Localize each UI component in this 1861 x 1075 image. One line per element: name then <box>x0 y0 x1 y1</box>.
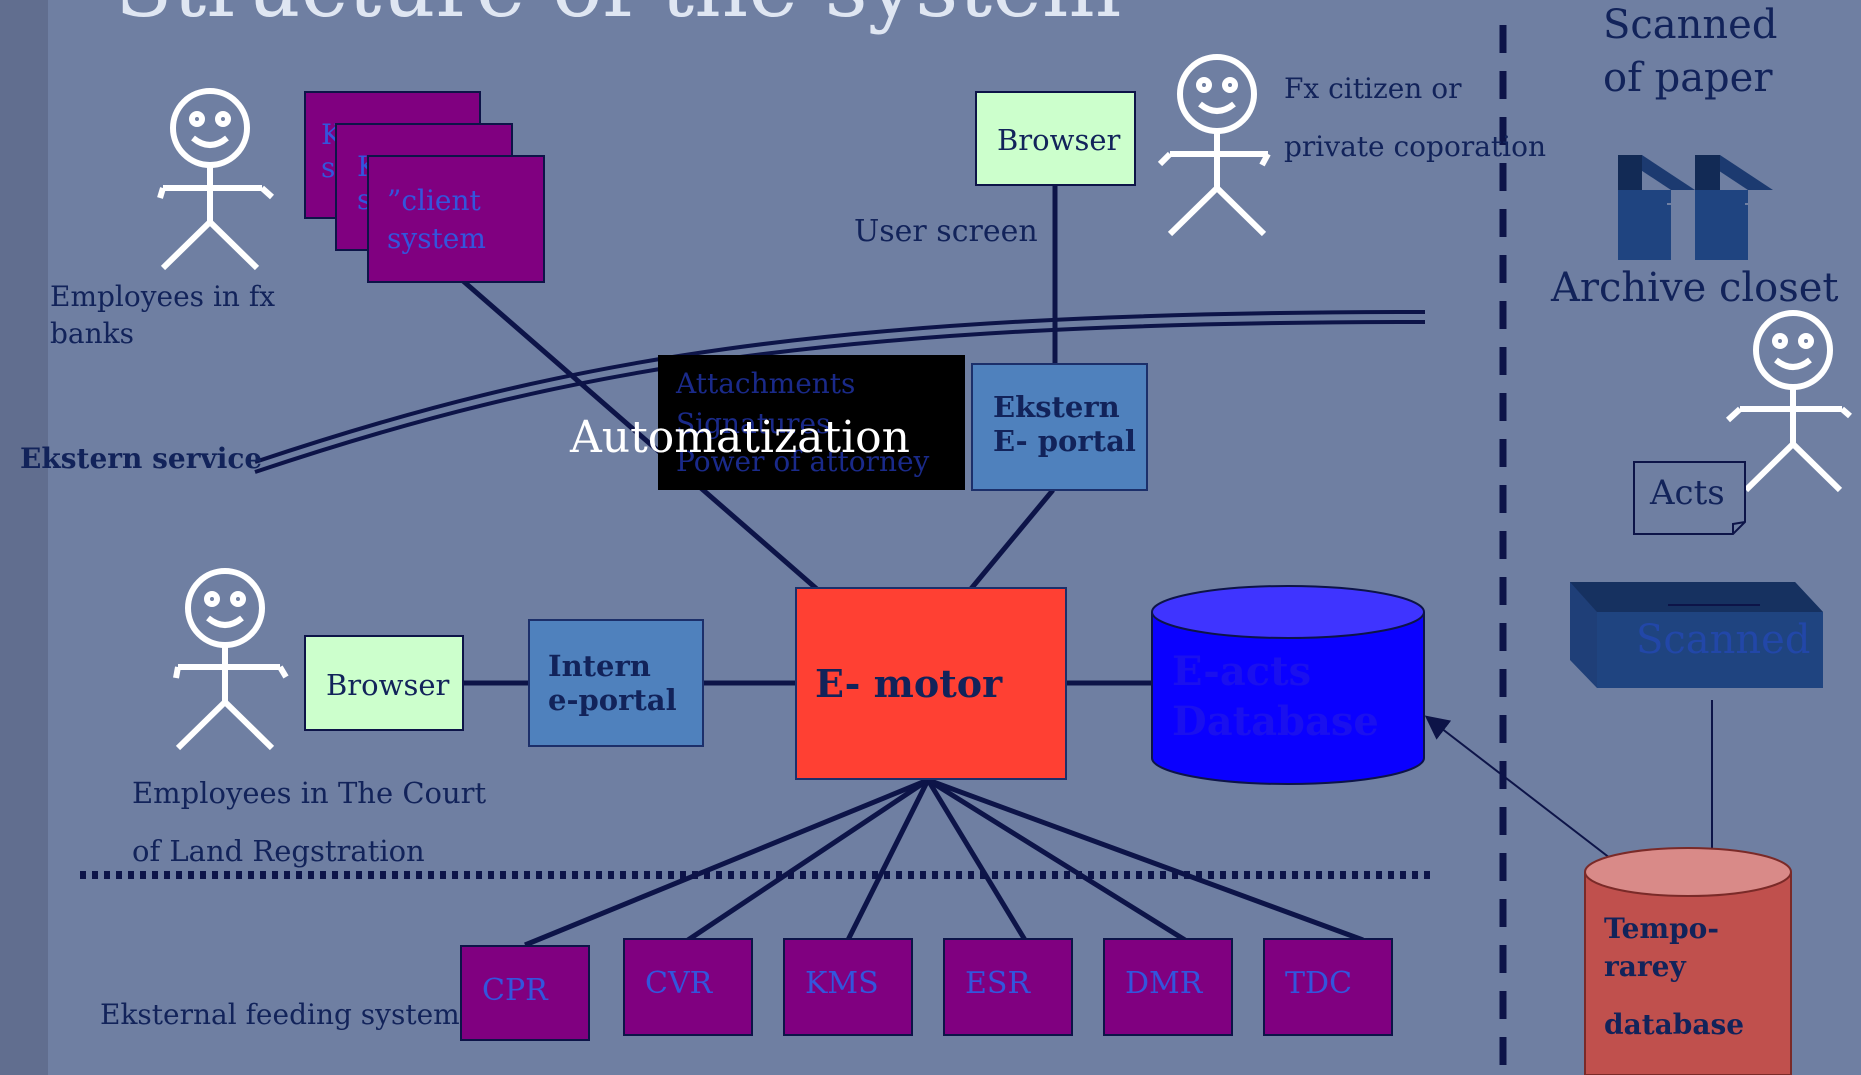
intern-e-portal-box[interactable]: Intern e-portal <box>528 619 704 747</box>
scanner-icon <box>1570 582 1823 688</box>
feeding-system-cvr[interactable]: CVR <box>623 938 753 1036</box>
slide-title: Structure of the system <box>115 0 1121 36</box>
ekstern-portal-to-emotor-line <box>968 488 1055 592</box>
citizen-label-line1: Fx citizen or <box>1284 72 1462 105</box>
browser-bottom-box[interactable]: Browser <box>304 635 464 731</box>
feeding-systems-label: Eksternal feeding systems <box>100 998 475 1031</box>
court-label-line1: Employees in The Court <box>132 776 487 810</box>
e-motor-box[interactable]: E- motor <box>795 587 1067 780</box>
temp-to-db-arrow <box>1424 715 1633 876</box>
automatization-box[interactable]: Attachments Signatures Power of attorney <box>658 355 965 490</box>
temp-db-label-line3: database <box>1604 1008 1745 1041</box>
fx-banks-label-line2: banks <box>50 317 134 350</box>
archive-closet-label: Archive closet <box>1551 265 1839 311</box>
automatization-label: Automatization <box>570 412 910 463</box>
feeding-system-cpr[interactable]: CPR <box>460 945 590 1041</box>
e-acts-database-label-line1: E-acts <box>1172 648 1312 695</box>
emotor-to-dmr-line <box>926 777 1187 943</box>
scanned-of-paper-line2: of paper <box>1603 55 1773 101</box>
feeding-system-esr[interactable]: ESR <box>943 938 1073 1036</box>
citizen-label-line2: private coporation <box>1284 130 1546 163</box>
scanned-of-paper-line1: Scanned <box>1603 2 1778 48</box>
client-system-box[interactable]: ”client system <box>367 155 545 283</box>
e-acts-database-label-line2: Database <box>1172 698 1379 745</box>
database-icon <box>1584 847 1792 1075</box>
fx-banks-label-line1: Employees in fx <box>50 280 275 313</box>
automatization-item-attachments: Attachments <box>676 367 856 400</box>
court-label-line2: of Land Regstration <box>132 834 425 868</box>
temp-db-label-line1: Tempo- <box>1604 912 1719 945</box>
temp-db-label-line2: rarey <box>1604 950 1686 983</box>
feeding-system-tdc[interactable]: TDC <box>1263 938 1393 1036</box>
user-screen-label: User screen <box>854 214 1038 249</box>
emotor-to-cpr-line <box>524 777 929 948</box>
emotor-to-tdc-line <box>927 777 1364 943</box>
stick-figure-icon <box>1725 310 1852 493</box>
document-icon <box>1633 461 1746 535</box>
emotor-to-kms-line <box>845 778 931 942</box>
stick-figure-icon <box>157 88 275 271</box>
emotor-to-cvr-line <box>686 777 930 943</box>
stick-figure-icon <box>1157 54 1271 237</box>
ekstern-service-label: Ekstern service <box>20 442 263 475</box>
automatization-item-power-of-attorney: Power of attorney <box>676 445 930 478</box>
archive-cabinet-icon <box>1618 155 1773 260</box>
feeding-system-kms[interactable]: KMS <box>783 938 913 1036</box>
feeding-system-dmr[interactable]: DMR <box>1103 938 1233 1036</box>
ekstern-e-portal-box[interactable]: Ekstern E- portal <box>971 363 1148 491</box>
client-to-emotor-line <box>460 278 820 592</box>
scanner-label: Scanned <box>1636 617 1811 663</box>
database-icon <box>1151 585 1425 785</box>
emotor-to-esr-line <box>925 778 1028 942</box>
automatization-item-signatures: Signatures <box>676 407 831 440</box>
stick-figure-icon <box>173 568 289 751</box>
browser-top-box[interactable]: Browser <box>975 91 1136 186</box>
acts-document-label: Acts <box>1650 473 1725 513</box>
